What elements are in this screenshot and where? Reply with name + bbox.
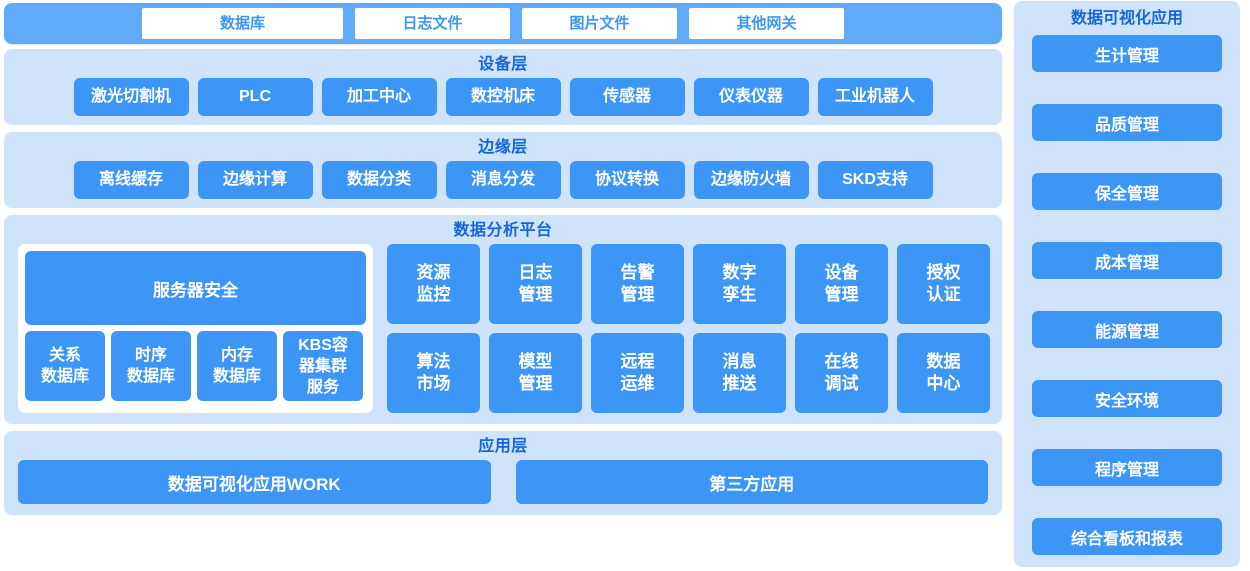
sidebar-item-program-management[interactable]: 程序管理 (1032, 449, 1222, 486)
app-layer-items: 数据可视化应用WORK 第三方应用 (4, 460, 1002, 515)
edge-chip-protocol-conversion[interactable]: 协议转换 (569, 161, 685, 199)
svc-line1: 数字 (722, 263, 757, 282)
device-chip-machining-center[interactable]: 加工中心 (321, 78, 437, 116)
svc-line1: 授权 (926, 263, 961, 282)
svc-line2: 管理 (518, 374, 553, 393)
sidebar-list: 生计管理 品质管理 保全管理 成本管理 能源管理 安全环境 程序管理 综合看板和… (1032, 35, 1222, 555)
sidebar-item-quality-management[interactable]: 品质管理 (1032, 104, 1222, 141)
device-layer-panel: 设备层 激光切割机 PLC 加工中心 数控机床 传感器 仪表仪器 工业机器人 (4, 49, 1002, 125)
svc-chip-message-push[interactable]: 消息推送 (693, 333, 786, 413)
db-chip-kbs-container-cluster[interactable]: KBS容 器集群 服务 (283, 331, 363, 401)
platform-service-grid: 资源监控 日志管理 告警管理 数字孪生 设备管理 授权认证 (387, 244, 990, 413)
svc-line1: 资源 (416, 263, 451, 282)
platform-layer-panel: 数据分析平台 服务器安全 关系 数据库 时序 (4, 215, 1002, 424)
db-chip-relational[interactable]: 关系 数据库 (25, 331, 105, 401)
db-chip-timeseries-line2: 数据库 (126, 368, 175, 385)
data-source-bar: 数据库 日志文件 图片文件 其他网关 (4, 3, 1002, 44)
app-chip-data-visualization-work[interactable]: 数据可视化应用WORK (18, 460, 491, 504)
svc-line1: 设备 (824, 263, 859, 282)
svc-line1: 消息 (722, 352, 757, 371)
svc-line2: 调试 (824, 374, 859, 393)
edge-chip-skd-support[interactable]: SKD支持 (817, 161, 933, 199)
svc-line2: 管理 (824, 285, 859, 304)
db-chip-kbs-line2: 器集群 (298, 357, 347, 375)
db-chip-kbs-line3: 服务 (306, 378, 339, 396)
svc-chip-log-management[interactable]: 日志管理 (489, 244, 582, 324)
edge-layer-panel: 边缘层 离线缓存 边缘计算 数据分类 消息分发 协议转换 边缘防火墙 SKD支持 (4, 132, 1002, 208)
edge-layer-title: 边缘层 (478, 139, 528, 156)
sidebar-item-cost-management[interactable]: 成本管理 (1032, 242, 1222, 279)
device-chip-laser-cutter[interactable]: 激光切割机 (73, 78, 189, 116)
device-chip-cnc-machine[interactable]: 数控机床 (445, 78, 561, 116)
svc-chip-digital-twin[interactable]: 数字孪生 (693, 244, 786, 324)
sidebar-item-maintenance-management[interactable]: 保全管理 (1032, 173, 1222, 210)
svc-line2: 推送 (722, 374, 757, 393)
db-chip-relational-line2: 数据库 (40, 368, 89, 385)
edge-chip-offline-cache[interactable]: 离线缓存 (73, 161, 189, 199)
svc-line1: 在线 (824, 352, 859, 371)
db-chip-timeseries[interactable]: 时序 数据库 (111, 331, 191, 401)
sidebar-item-dashboard-reports[interactable]: 综合看板和报表 (1032, 518, 1222, 555)
svc-line2: 运维 (620, 374, 655, 393)
svc-line2: 认证 (926, 285, 961, 304)
db-chip-kbs-line1: KBS容 (298, 336, 348, 354)
device-chip-instrument[interactable]: 仪表仪器 (693, 78, 809, 116)
app-layer-panel: 应用层 数据可视化应用WORK 第三方应用 (4, 431, 1002, 515)
sidebar-item-safety-environment[interactable]: 安全环境 (1032, 380, 1222, 417)
source-chip-log-file[interactable]: 日志文件 (355, 8, 510, 39)
source-chip-image-file[interactable]: 图片文件 (522, 8, 677, 39)
svc-line1: 日志 (518, 263, 553, 282)
svc-line2: 监控 (416, 285, 451, 304)
source-chip-other-gateway[interactable]: 其他网关 (689, 8, 844, 39)
svc-line2: 孪生 (722, 285, 757, 304)
db-chip-inmemory-line2: 数据库 (212, 368, 261, 385)
svc-chip-resource-monitoring[interactable]: 资源监控 (387, 244, 480, 324)
svc-line1: 告警 (620, 263, 655, 282)
svc-line1: 模型 (518, 352, 553, 371)
visualization-sidebar: 数据可视化应用 生计管理 品质管理 保全管理 成本管理 能源管理 安全环境 程序… (1014, 1, 1240, 567)
server-security-group: 服务器安全 关系 数据库 时序 数据库 (18, 244, 373, 413)
app-layer-title: 应用层 (478, 438, 528, 455)
device-chip-industrial-robot[interactable]: 工业机器人 (817, 78, 933, 116)
sidebar-item-production-management[interactable]: 生计管理 (1032, 35, 1222, 72)
svc-chip-data-center[interactable]: 数据中心 (897, 333, 990, 413)
edge-chip-message-distribution[interactable]: 消息分发 (445, 161, 561, 199)
device-chip-plc[interactable]: PLC (197, 78, 313, 116)
db-chip-relational-line1: 关系 (48, 347, 81, 364)
svc-line1: 远程 (620, 352, 655, 371)
main-stack: 数据库 日志文件 图片文件 其他网关 设备层 激光切割机 PLC 加工中心 数控… (4, 3, 1002, 515)
svc-line1: 算法 (416, 352, 451, 371)
device-layer-items: 激光切割机 PLC 加工中心 数控机床 传感器 仪表仪器 工业机器人 (4, 78, 1002, 125)
svc-chip-model-management[interactable]: 模型管理 (489, 333, 582, 413)
svc-line2: 中心 (926, 374, 961, 393)
svc-line1: 数据 (926, 352, 961, 371)
svc-chip-alarm-management[interactable]: 告警管理 (591, 244, 684, 324)
platform-body: 服务器安全 关系 数据库 时序 数据库 (4, 244, 1002, 424)
device-layer-title: 设备层 (478, 56, 528, 73)
edge-chip-data-classification[interactable]: 数据分类 (321, 161, 437, 199)
database-row: 关系 数据库 时序 数据库 内存 (25, 331, 366, 401)
source-chip-database[interactable]: 数据库 (142, 8, 343, 39)
svc-chip-device-management[interactable]: 设备管理 (795, 244, 888, 324)
db-chip-inmemory-line1: 内存 (220, 347, 253, 364)
svc-chip-authorization[interactable]: 授权认证 (897, 244, 990, 324)
sidebar-item-energy-management[interactable]: 能源管理 (1032, 311, 1222, 348)
edge-chip-edge-firewall[interactable]: 边缘防火墙 (693, 161, 809, 199)
platform-layer-title: 数据分析平台 (453, 222, 553, 239)
edge-layer-items: 离线缓存 边缘计算 数据分类 消息分发 协议转换 边缘防火墙 SKD支持 (4, 161, 1002, 208)
svc-chip-online-debug[interactable]: 在线调试 (795, 333, 888, 413)
sidebar-title: 数据可视化应用 (1070, 10, 1183, 27)
svc-chip-remote-ops[interactable]: 远程运维 (591, 333, 684, 413)
svc-chip-algorithm-market[interactable]: 算法市场 (387, 333, 480, 413)
svc-line2: 管理 (518, 285, 553, 304)
device-chip-sensor[interactable]: 传感器 (569, 78, 685, 116)
db-chip-inmemory[interactable]: 内存 数据库 (197, 331, 277, 401)
app-chip-third-party[interactable]: 第三方应用 (515, 460, 988, 504)
svc-line2: 市场 (416, 374, 451, 393)
edge-chip-edge-computing[interactable]: 边缘计算 (197, 161, 313, 199)
db-chip-timeseries-line1: 时序 (134, 347, 167, 364)
server-security-box[interactable]: 服务器安全 (25, 251, 366, 325)
svc-line2: 管理 (620, 285, 655, 304)
